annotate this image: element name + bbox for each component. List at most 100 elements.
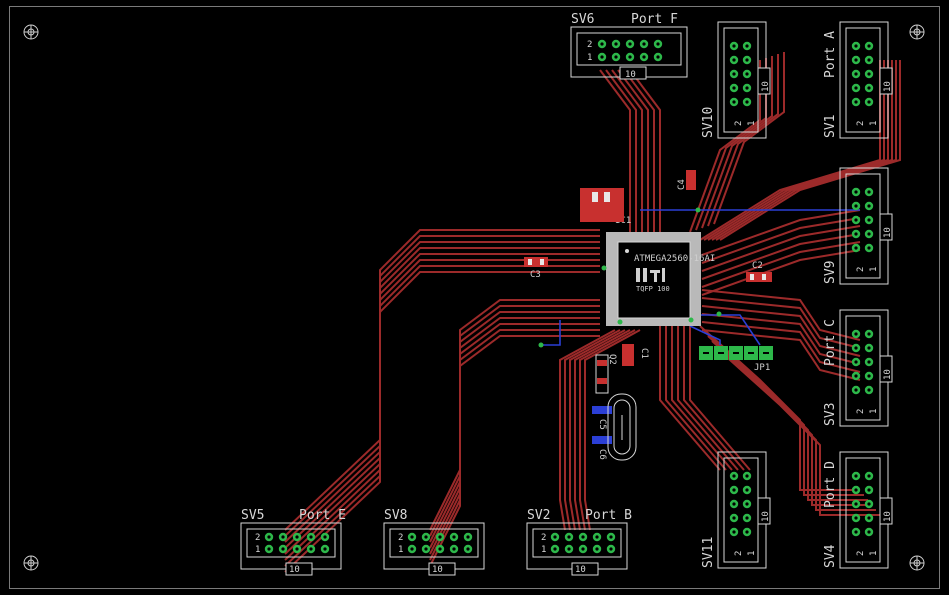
trace (429, 299, 600, 531)
jp1-label: JP1 (754, 363, 770, 373)
drill (867, 474, 871, 478)
drill (854, 190, 858, 194)
drill (867, 190, 871, 194)
drill (854, 346, 858, 350)
drill (642, 55, 646, 59)
sv9-name: SV9 (823, 261, 838, 284)
drill (854, 86, 858, 90)
drill (267, 535, 271, 539)
drill (295, 547, 299, 551)
drill (867, 488, 871, 492)
trace (284, 271, 600, 573)
bottom-trace (700, 314, 761, 346)
sv1-pin10: 10 (883, 81, 893, 92)
sv5-pin2: 2 (255, 533, 260, 543)
sv6-pin2: 2 (587, 40, 592, 50)
drill (867, 374, 871, 378)
sv3-pin2: 2 (856, 409, 866, 414)
drill (854, 488, 858, 492)
drill (854, 232, 858, 236)
sv2-port: Port B (585, 508, 632, 523)
trace (689, 326, 751, 471)
sv11-name: SV11 (701, 537, 716, 568)
drill (854, 44, 858, 48)
sv11-pin2: 2 (734, 551, 744, 556)
drill (745, 100, 749, 104)
drill (867, 218, 871, 222)
transistor-q2 (595, 354, 609, 394)
trace (429, 305, 600, 537)
ic1-part: ATMEGA2560-16AI (634, 254, 715, 264)
drill (628, 42, 632, 46)
sv8-pin1: 1 (398, 545, 403, 555)
drill (732, 86, 736, 90)
drill (745, 58, 749, 62)
trace (284, 241, 600, 543)
trace (429, 317, 600, 549)
drill (438, 547, 442, 551)
sv6-port: Port F (631, 12, 678, 27)
drill (466, 535, 470, 539)
trace (579, 329, 636, 531)
drill (614, 42, 618, 46)
drill (854, 332, 858, 336)
sv6-name: SV6 (571, 12, 594, 27)
sv4-pin10: 10 (883, 511, 893, 522)
sv3-pin10: 10 (883, 369, 893, 380)
trace (559, 329, 616, 531)
sv5-pin10: 10 (289, 565, 300, 575)
drill (867, 100, 871, 104)
drill (567, 535, 571, 539)
trace (671, 326, 733, 471)
trace (665, 326, 727, 471)
trace (284, 259, 600, 561)
trace (429, 323, 600, 555)
drill (410, 547, 414, 551)
bottom-trace (689, 325, 721, 345)
drill (581, 547, 585, 551)
sv9-pin2: 2 (856, 267, 866, 272)
drill (867, 58, 871, 62)
drill (732, 44, 736, 48)
drill (567, 547, 571, 551)
drill (867, 346, 871, 350)
trace (284, 235, 600, 537)
drill (309, 547, 313, 551)
drill (438, 535, 442, 539)
ic1-package: TQFP 100 (636, 285, 670, 293)
mounting-hole-br (909, 555, 925, 571)
drill (553, 535, 557, 539)
drill (854, 204, 858, 208)
c4-label: C4 (677, 179, 687, 190)
trace (677, 326, 739, 471)
trace (659, 326, 721, 471)
sv3-name: SV3 (823, 403, 838, 426)
drill (867, 502, 871, 506)
drill (452, 535, 456, 539)
drill (854, 474, 858, 478)
drill (424, 547, 428, 551)
drill (854, 360, 858, 364)
trace (284, 229, 600, 531)
sv1-pin1: 1 (869, 121, 879, 126)
ic1-chip (606, 232, 701, 326)
drill (867, 530, 871, 534)
sv2-name: SV2 (527, 508, 550, 523)
drill (281, 535, 285, 539)
trace (574, 329, 631, 531)
drill (642, 42, 646, 46)
smd-cluster-top (580, 188, 624, 222)
drill (466, 547, 470, 551)
c1-label: C1 (639, 348, 649, 359)
c6-label: C6 (597, 449, 607, 460)
trace (623, 69, 655, 232)
c3-label: C3 (530, 270, 541, 280)
atmel-logo (636, 268, 665, 282)
q2-label: Q2 (607, 354, 617, 365)
